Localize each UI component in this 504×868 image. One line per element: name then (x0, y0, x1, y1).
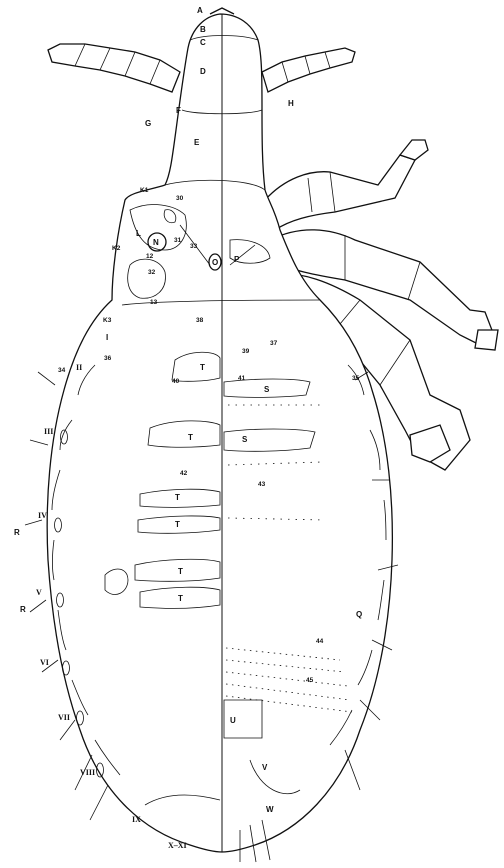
label-g: G (145, 119, 151, 128)
segment-viii: VIII (80, 768, 95, 777)
label-t2: T (188, 433, 193, 442)
label-c: C (200, 38, 206, 47)
label-p: P (234, 255, 240, 264)
label-h: H (288, 99, 294, 108)
label-v: V (262, 763, 268, 772)
foreleg-claw (400, 140, 428, 160)
label-s2: S (242, 435, 248, 444)
label-12: 12 (146, 253, 154, 260)
label-b: B (200, 25, 206, 34)
seta-31: 31 (174, 237, 182, 244)
seta-34: 34 (58, 367, 66, 374)
label-u: U (230, 716, 236, 725)
label-r2: R (20, 605, 26, 614)
seta-35: 35 (352, 375, 360, 382)
segment-iii: III (44, 427, 53, 436)
label-t6: T (178, 594, 183, 603)
seta-39: 39 (242, 348, 250, 355)
seta-32: 32 (148, 269, 156, 276)
label-t1: T (200, 363, 205, 372)
label-n: N (153, 238, 159, 247)
midleg-claw (475, 330, 498, 350)
seta-42: 42 (180, 470, 188, 477)
seta-33: 33 (190, 243, 198, 250)
label-q: Q (356, 610, 362, 619)
segment-ix: IX (132, 815, 141, 824)
segment-vi: VI (40, 658, 49, 667)
label-k3: K3 (103, 317, 112, 324)
label-s1: S (264, 385, 270, 394)
segment-ii: II (76, 363, 82, 372)
foreleg (265, 155, 415, 230)
label-l: L (136, 229, 141, 238)
left-antenna (48, 44, 180, 92)
label-t3: T (175, 493, 180, 502)
seta-40: 40 (172, 378, 180, 385)
label-k1: K1 (140, 187, 149, 194)
label-k2: K2 (112, 245, 121, 252)
label-t4: T (175, 520, 180, 529)
label-o: O (212, 258, 218, 267)
label-13: 13 (150, 299, 158, 306)
seta-30: 30 (176, 195, 184, 202)
seta-43: 43 (258, 481, 266, 488)
seta-37: 37 (270, 340, 278, 347)
label-e: E (194, 138, 200, 147)
label-r1: R (14, 528, 20, 537)
label-d: D (200, 67, 206, 76)
label-f: F (176, 106, 181, 115)
segment-x-xi: X–XI (168, 841, 187, 850)
segment-vii: VII (58, 713, 70, 722)
seta-38: 38 (196, 317, 204, 324)
label-w: W (266, 805, 274, 814)
label-a: A (197, 6, 203, 15)
segment-iv: IV (38, 511, 47, 520)
label-t5: T (178, 567, 183, 576)
seta-44: 44 (316, 638, 324, 645)
seta-36: 36 (104, 355, 112, 362)
seta-45: 45 (306, 677, 314, 684)
seta-41: 41 (238, 375, 246, 382)
label-i: I (106, 333, 108, 342)
segment-v: V (36, 588, 42, 597)
